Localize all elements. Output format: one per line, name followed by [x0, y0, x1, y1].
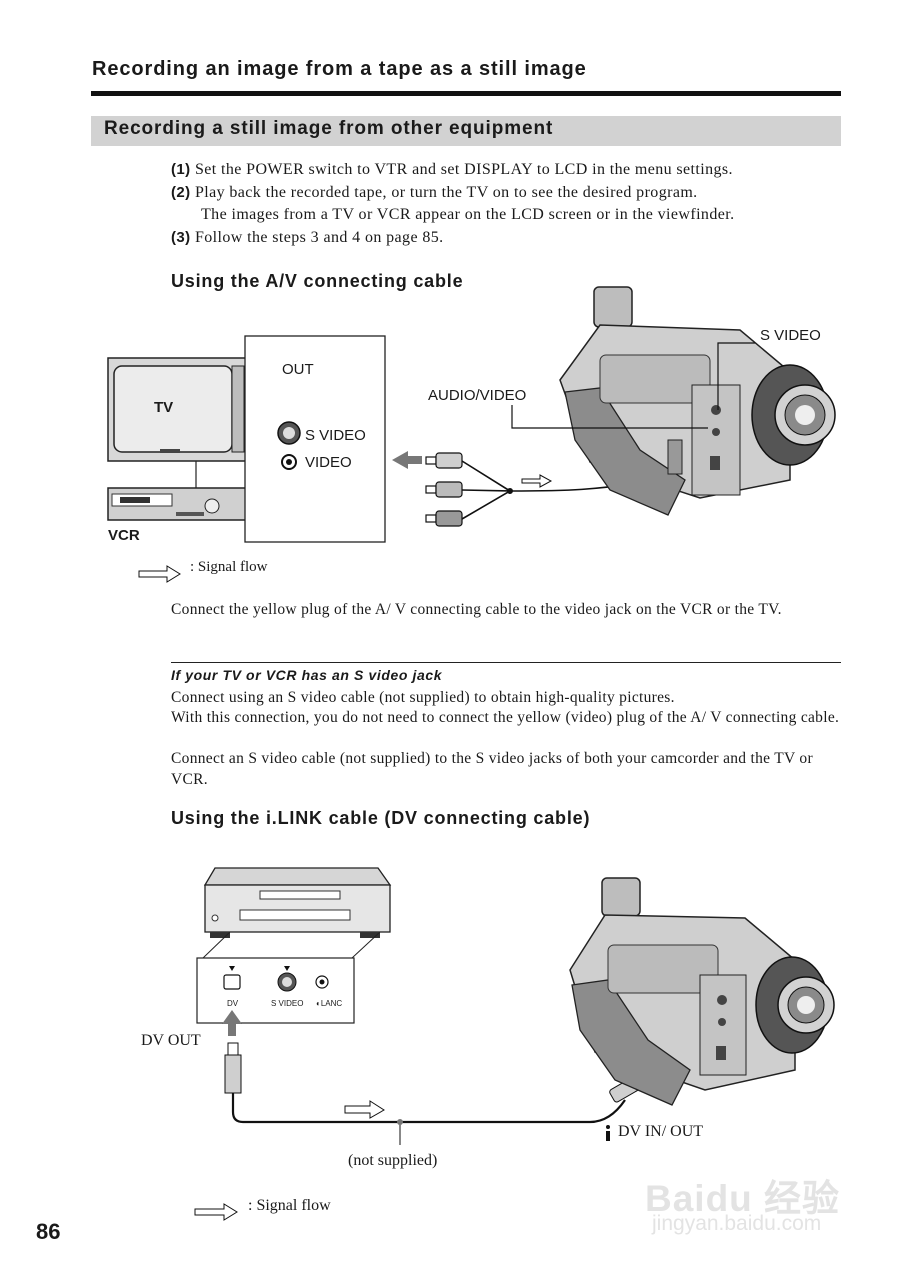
vcr-label: VCR: [108, 527, 140, 544]
tip-rule: [171, 662, 841, 663]
tip-heading: If your TV or VCR has an S video jack: [171, 667, 443, 683]
step-2-text: Play back the recorded tape, or turn the…: [194, 184, 698, 201]
step-2-number: (2): [171, 184, 191, 201]
dv-jack-panel: [196, 957, 355, 1024]
dv-s-video-jack-label: S VIDEO: [271, 999, 304, 1008]
watermark-url: jingyan.baidu.com: [652, 1212, 822, 1235]
ilink-connection-diagram: [194, 867, 835, 1221]
step-1: (1) Set the POWER switch to VTR and set …: [171, 161, 733, 179]
jack-panel: [244, 335, 386, 543]
step-2: (2) Play back the recorded tape, or turn…: [171, 184, 698, 202]
page-number: 86: [36, 1219, 61, 1244]
video-jack-label: VIDEO: [305, 454, 352, 471]
lanc-jack-text: LANC: [320, 999, 343, 1008]
ilink-signal-flow-label: : Signal flow: [248, 1197, 331, 1214]
lanc-jack-label: ◐LANC: [316, 999, 342, 1008]
camcorder-illustration: [559, 286, 836, 516]
page-title: Recording an image from a tape as a stil…: [92, 58, 587, 80]
step-1-text: Set the POWER switch to VTR and set DISP…: [194, 161, 733, 178]
camera-s-video-label: S VIDEO: [760, 327, 821, 344]
audio-video-label: AUDIO/VIDEO: [428, 387, 527, 404]
tip-line-1: Connect using an S video cable (not supp…: [171, 689, 675, 706]
tip-line-2: With this connection, you do not need to…: [171, 709, 840, 726]
step-1-number: (1): [171, 161, 191, 178]
s-video-jack-label: S VIDEO: [305, 427, 366, 444]
av-connection-diagram: [107, 286, 836, 583]
not-supplied-label: (not supplied): [348, 1152, 438, 1169]
step-3-number: (3): [171, 229, 191, 246]
vcr-illustration: [107, 487, 249, 521]
tv-label: TV: [154, 399, 174, 416]
title-rule: [91, 91, 841, 96]
section-heading-bar: [91, 116, 841, 146]
ilink-cable-heading: Using the i.LINK cable (DV connecting ca…: [171, 808, 591, 828]
out-label: OUT: [282, 361, 314, 378]
av-plugs: [425, 452, 463, 527]
section-title: Recording a still image from other equip…: [104, 118, 554, 139]
step-3-text: Follow the steps 3 and 4 on page 85.: [194, 229, 444, 246]
dv-camcorder-illustration: [569, 877, 835, 1106]
lanc-icon: ◐: [316, 999, 321, 1008]
tv-illustration: [107, 357, 247, 488]
step-2-note-text: The images from a TV or VCR appear on th…: [201, 206, 735, 223]
dv-vcr-illustration: [203, 867, 392, 938]
av-signal-flow-label: : Signal flow: [190, 559, 268, 575]
dv-jack-label: DV: [227, 999, 239, 1008]
dv-out-label: DV OUT: [141, 1032, 201, 1049]
av-paragraph: Connect the yellow plug of the A/ V conn…: [171, 601, 782, 618]
tip-line-3: Connect an S video cable (not supplied) …: [171, 750, 813, 788]
dv-in-out-label: DV IN/ OUT: [618, 1123, 704, 1140]
av-cable-heading: Using the A/V connecting cable: [171, 271, 464, 291]
step-3: (3) Follow the steps 3 and 4 on page 85.: [171, 229, 444, 247]
watermark-logo: Baidu 经验: [645, 1178, 841, 1219]
step-2-note: The images from a TV or VCR appear on th…: [201, 206, 734, 224]
